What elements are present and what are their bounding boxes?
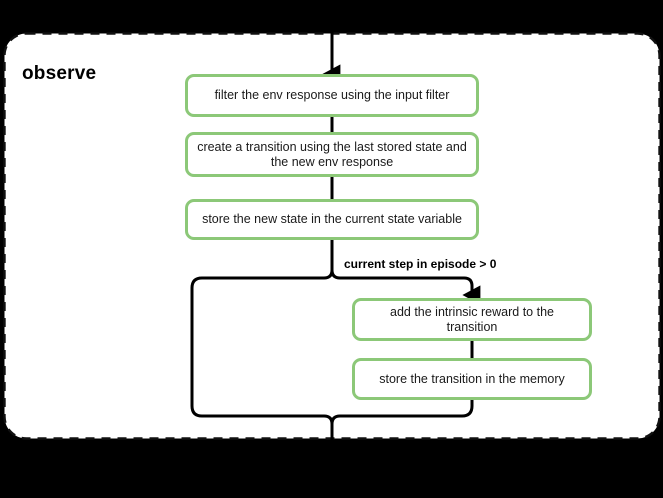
- node-label: create a transition using the last store…: [197, 139, 467, 169]
- edge-bypass-branch: [190, 268, 334, 437]
- node-label: store the new state in the current state…: [202, 212, 462, 226]
- edge-label-current-step-condition: current step in episode > 0: [344, 257, 497, 271]
- node-label: add the intrinsic reward to the transiti…: [390, 304, 554, 334]
- edge-store-mem-to-merge: [330, 400, 474, 437]
- node-label: store the transition in the memory: [379, 371, 565, 386]
- node-store-transition-memory[interactable]: store the transition in the memory: [352, 358, 592, 400]
- group-title: observe: [22, 63, 97, 84]
- node-filter-env-response[interactable]: filter the env response using the input …: [185, 74, 479, 117]
- node-store-new-state[interactable]: store the new state in the current state…: [185, 199, 479, 240]
- node-add-intrinsic-reward[interactable]: add the intrinsic reward to the transiti…: [352, 298, 592, 341]
- edge-conditional-branch: [330, 268, 481, 305]
- node-create-transition[interactable]: create a transition using the last store…: [185, 132, 479, 177]
- node-label: filter the env response using the input …: [214, 88, 450, 102]
